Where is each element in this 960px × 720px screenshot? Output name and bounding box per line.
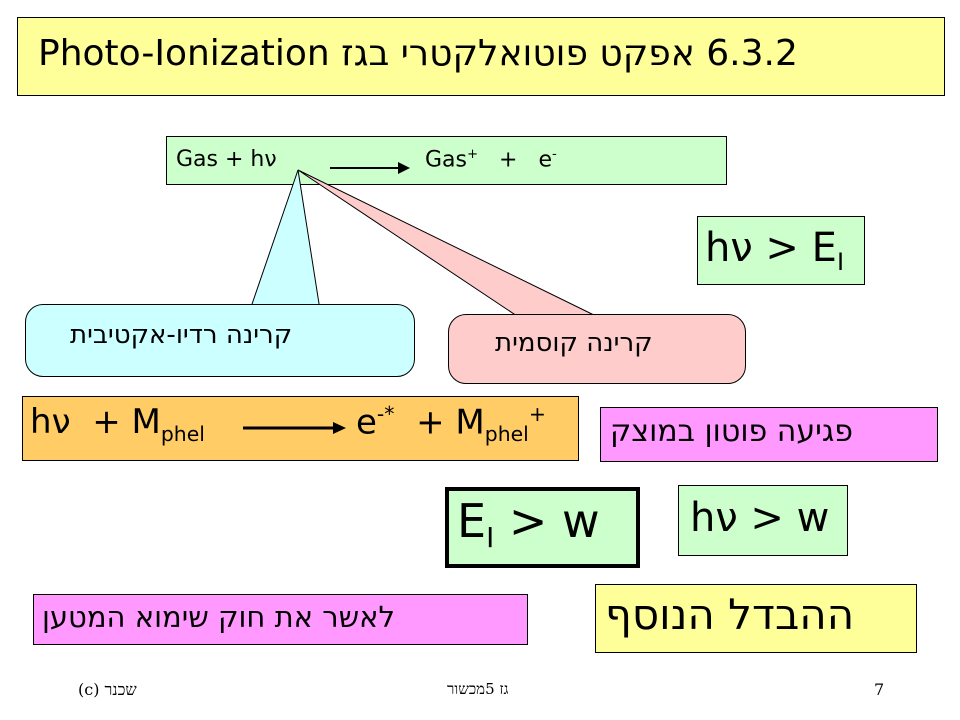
sub-I: I bbox=[836, 248, 845, 276]
ion-charge: + bbox=[528, 402, 546, 426]
nu-symbol: ν bbox=[730, 225, 753, 271]
page-title: 6.3.2 אפקט פוטואלקטרי בגז Photo-Ionizati… bbox=[38, 33, 798, 74]
M-symbol: M bbox=[455, 402, 485, 443]
electron-charge: - bbox=[552, 147, 557, 162]
ei-gt-w-box bbox=[445, 487, 640, 568]
phel-sub: phel bbox=[484, 422, 529, 447]
plus-sign: + bbox=[499, 147, 518, 173]
reaction-arrow bbox=[330, 162, 410, 174]
E-symbol: E bbox=[457, 494, 487, 548]
gt-w: > w bbox=[494, 494, 600, 548]
nu-symbol: ν bbox=[51, 402, 71, 442]
h-symbol: h bbox=[690, 495, 716, 541]
photoelectric-arrow bbox=[243, 422, 346, 434]
footer-center: גז 5מכשור bbox=[447, 680, 509, 698]
hv-gt-w: hν > w bbox=[690, 495, 829, 541]
additional-diff-box bbox=[595, 584, 917, 653]
gas-ion: Gas bbox=[425, 147, 467, 173]
photon-hit-text: פגיעה פוטון במוצק bbox=[610, 414, 853, 449]
photoelectric-eq: hν + Mphel bbox=[30, 402, 205, 446]
w-symbol: w bbox=[796, 495, 830, 541]
reaction-products: Gas+ + e- bbox=[425, 147, 557, 172]
additional-diff-text: ההבדל הנוסף bbox=[605, 590, 855, 639]
callout-radioactive-text: קרינה רדיו-אקטיבית bbox=[70, 320, 293, 350]
M-symbol: M bbox=[131, 402, 161, 442]
plus-sign: + bbox=[92, 402, 121, 442]
electron: e bbox=[356, 402, 377, 443]
electron: e bbox=[538, 147, 553, 173]
plus-sign: + bbox=[416, 402, 445, 443]
h-symbol: h bbox=[705, 225, 731, 271]
E-symbol: E bbox=[811, 225, 837, 271]
hv-gt-w-box bbox=[678, 485, 848, 556]
hv-gt-ei-box bbox=[697, 216, 865, 285]
page-number: 7 bbox=[874, 680, 885, 699]
photoelectric-products: e-* + Mphel+ bbox=[356, 402, 546, 446]
confirm-law-text: לאשר את חוק שימוא המטען bbox=[42, 600, 396, 634]
reaction-left: Gas + h bbox=[176, 147, 265, 172]
ion-charge: + bbox=[467, 147, 479, 162]
phel-sub: phel bbox=[160, 421, 205, 446]
reaction-nu: ν bbox=[264, 147, 277, 172]
footer-right: שכנר (c) bbox=[78, 680, 137, 699]
electron-sup: -* bbox=[376, 402, 395, 426]
title-box bbox=[17, 17, 945, 96]
ei-gt-w: EI > w bbox=[457, 494, 600, 554]
callout-cosmic-text: קרינה קוסמית bbox=[495, 328, 653, 358]
h-symbol: h bbox=[30, 402, 52, 442]
sub-I: I bbox=[486, 521, 495, 555]
reaction-text: Gas + hν bbox=[176, 147, 277, 172]
gt-symbol: > bbox=[765, 225, 799, 271]
confirm-law-box bbox=[33, 594, 528, 645]
callout-radioactive bbox=[25, 304, 415, 377]
gt-symbol: > bbox=[750, 495, 784, 541]
callout-cosmic bbox=[448, 314, 746, 384]
reaction-box bbox=[166, 136, 727, 185]
hv-gt-ei: hν > EI bbox=[705, 225, 844, 276]
nu-symbol: ν bbox=[715, 495, 738, 541]
photon-hit-box bbox=[600, 407, 938, 462]
